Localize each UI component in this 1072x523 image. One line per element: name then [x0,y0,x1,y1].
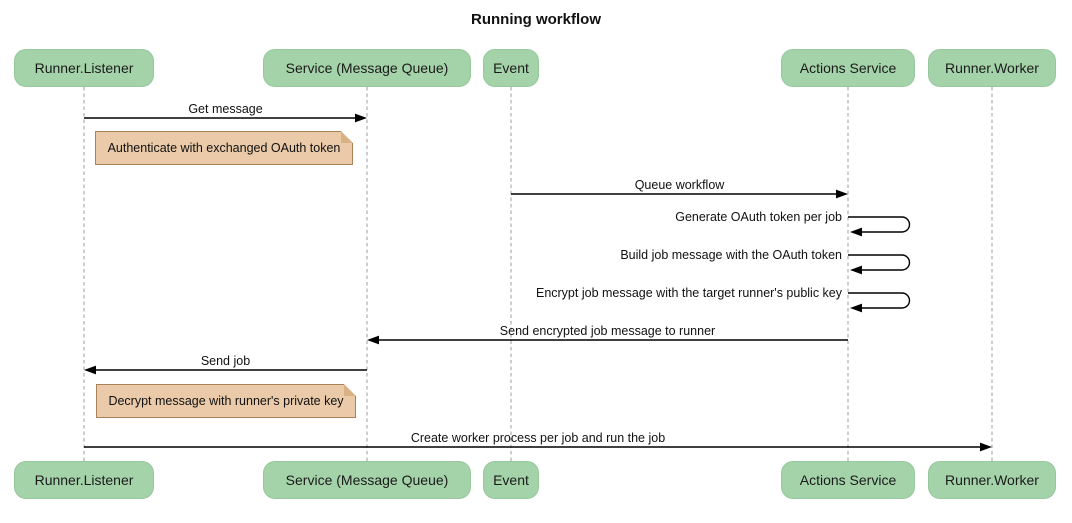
self-arrow-build-job-message [848,254,911,275]
note-decrypt-private-key: Decrypt message with runner's private ke… [96,384,356,418]
actor-top-runner-worker: Runner.Worker [928,49,1056,87]
message-label-send-job: Send job [200,354,251,368]
actor-top-runner-listener: Runner.Listener [14,49,154,87]
message-label-queue-workflow: Queue workflow [634,178,725,192]
diagram-title: Running workflow [471,11,601,28]
message-label-send-encrypted-job-message: Send encrypted job message to runner [499,324,716,338]
note-authenticate-oauth: Authenticate with exchanged OAuth token [95,131,353,165]
message-label-encrypt-job-message: Encrypt job message with the target runn… [535,286,842,300]
self-arrow-encrypt-job-message [848,292,911,313]
arrow-create-worker-process [84,442,992,452]
actor-bottom-runner-worker: Runner.Worker [928,461,1056,499]
message-label-get-message: Get message [188,102,263,116]
message-arrows [84,113,992,452]
arrow-send-encrypted-job-message [367,335,848,345]
message-label-generate-oauth-token: Generate OAuth token per job [675,210,842,224]
actor-bottom-service-message-queue: Service (Message Queue) [263,461,471,499]
message-label-build-job-message: Build job message with the OAuth token [620,248,842,262]
actor-top-event: Event [483,49,539,87]
actor-top-actions-service: Actions Service [781,49,915,87]
message-label-create-worker-process: Create worker process per job and run th… [410,431,666,445]
self-arrow-generate-oauth-token [848,216,911,237]
actor-top-service-message-queue: Service (Message Queue) [263,49,471,87]
arrow-queue-workflow [511,189,848,199]
actor-bottom-event: Event [483,461,539,499]
arrow-send-job [84,365,367,375]
actor-bottom-runner-listener: Runner.Listener [14,461,154,499]
arrow-get-message [84,113,367,123]
actor-bottom-actions-service: Actions Service [781,461,915,499]
